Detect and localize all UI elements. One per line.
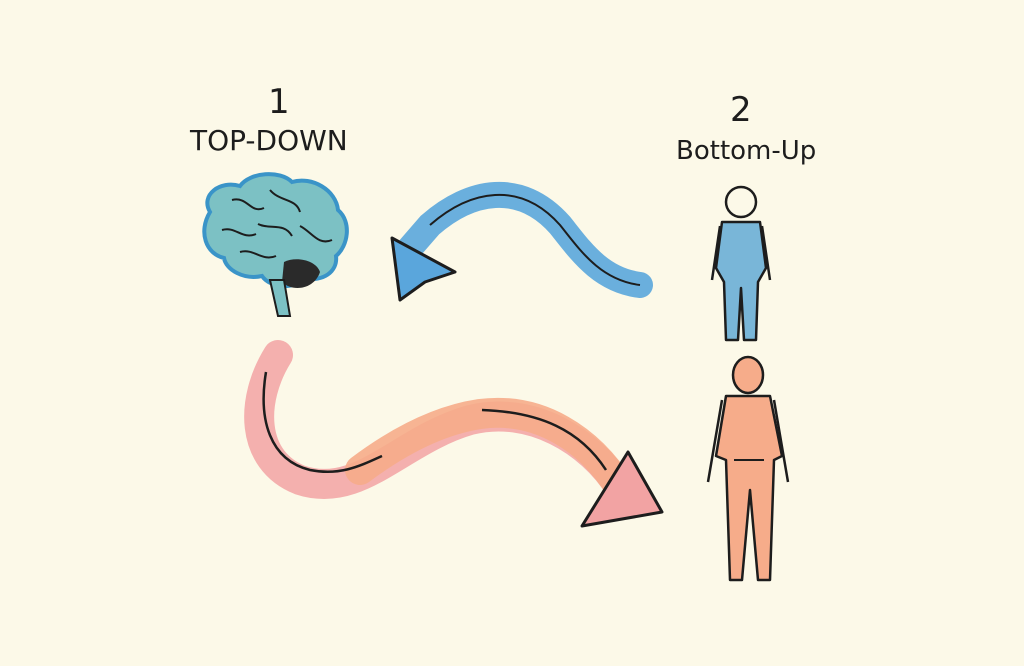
upper-arrow	[390, 181, 653, 302]
brain-icon	[202, 172, 349, 317]
step-2-title: Bottom-Up	[676, 136, 817, 166]
step-2-number: 2	[730, 90, 753, 130]
step-1-number: 1	[268, 82, 291, 122]
blue-person-icon	[710, 185, 772, 342]
step-1-title: TOP-DOWN	[190, 124, 348, 157]
orange-person-icon	[706, 355, 790, 582]
lower-arrow	[244, 340, 664, 528]
